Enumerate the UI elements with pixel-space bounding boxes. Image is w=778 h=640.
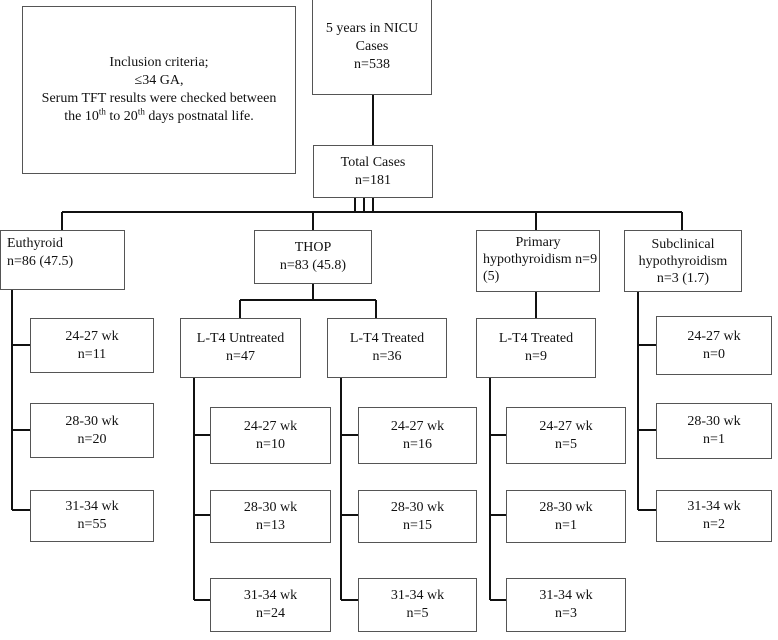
inclusion-title: Inclusion criteria; xyxy=(109,55,209,70)
untreated-ga-24-27-box: 24-27 wk n=10 xyxy=(210,407,331,464)
subclinical-ga-31-34-box: 31-34 wk n=2 xyxy=(656,490,772,542)
ga-count: n=1 xyxy=(703,432,725,447)
primary-label-2: hypothyroidism n=9 xyxy=(483,252,598,267)
ga-count: n=55 xyxy=(77,517,107,532)
ga-label: 28-30 wk xyxy=(243,499,298,515)
euthyroid-box: Euthyroid n=86 (47.5) xyxy=(0,230,125,290)
ga-count: n=20 xyxy=(77,431,107,447)
untreated-label: L-T4 Untreated xyxy=(196,331,285,346)
primary-percent: (5) xyxy=(483,269,500,284)
primary-label: Primary xyxy=(515,235,561,250)
nicu-line1: 5 years in NICU xyxy=(325,21,419,36)
ga-count: n=3 xyxy=(555,606,577,621)
total-label: Total Cases xyxy=(340,154,406,170)
euthyroid-ga-24-27-box: 24-27 wk n=11 xyxy=(30,318,154,373)
primary-ga-28-30-box: 28-30 wk n=1 xyxy=(506,490,626,543)
ga-count: n=5 xyxy=(406,606,429,621)
ga-count: n=1 xyxy=(555,517,577,533)
ga-label: 31-34 wk xyxy=(539,588,593,603)
ga-label: 31-34 wk xyxy=(390,588,445,603)
thop-count: n=83 (45.8) xyxy=(279,258,347,273)
thop-treated-box: L-T4 Treated n=36 xyxy=(327,318,447,378)
subclinical-label: Subclinical xyxy=(651,236,715,252)
ga-label: 24-27 wk xyxy=(65,328,119,344)
euthyroid-label: Euthyroid xyxy=(7,236,63,251)
untreated-ga-28-30-box: 28-30 wk n=13 xyxy=(210,490,331,543)
primary-hypothyroidism-box: Primary hypothyroidism n=9 (5) xyxy=(476,230,600,292)
nicu-cases-box: 5 years in NICU Cases n=538 xyxy=(312,0,432,95)
ga-count: n=2 xyxy=(703,517,725,532)
primary-ga-31-34-box: 31-34 wk n=3 xyxy=(506,578,626,632)
thop-label: THOP xyxy=(294,240,332,255)
ga-count: n=10 xyxy=(256,436,285,452)
untreated-count: n=47 xyxy=(226,349,255,364)
ga-count: n=16 xyxy=(403,436,432,452)
primary-treated-count: n=9 xyxy=(525,349,547,364)
treated-label: L-T4 Treated xyxy=(349,331,425,346)
ga-label: 24-27 wk xyxy=(243,418,298,434)
inclusion-ga: ≤34 GA, xyxy=(134,73,184,88)
euthyroid-count: n=86 (47.5) xyxy=(7,254,74,269)
ga-label: 28-30 wk xyxy=(539,499,593,515)
treated-ga-24-27-box: 24-27 wk n=16 xyxy=(358,407,477,464)
ga-label: 24-27 wk xyxy=(539,418,593,434)
ga-count: n=0 xyxy=(703,346,725,362)
ga-label: 24-27 wk xyxy=(390,418,445,434)
thop-untreated-box: L-T4 Untreated n=47 xyxy=(180,318,301,378)
primary-ga-24-27-box: 24-27 wk n=5 xyxy=(506,407,626,464)
nicu-line2: Cases xyxy=(355,39,389,54)
ga-count: n=11 xyxy=(77,346,107,362)
primary-treated-label: L-T4 Treated xyxy=(498,331,574,346)
ga-count: n=5 xyxy=(555,436,577,452)
subclinical-ga-28-30-box: 28-30 wk n=1 xyxy=(656,403,772,459)
subclinical-hypothyroidism-box: Subclinical hypothyroidism n=3 (1.7) xyxy=(624,230,742,292)
inclusion-criteria-box: Inclusion criteria; ≤34 GA, Serum TFT re… xyxy=(22,6,296,174)
ga-label: 24-27 wk xyxy=(687,328,741,344)
nicu-count: n=538 xyxy=(354,57,390,72)
total-count: n=181 xyxy=(355,172,391,188)
primary-treated-box: L-T4 Treated n=9 xyxy=(476,318,596,378)
ga-label: 28-30 wk xyxy=(65,413,119,429)
untreated-ga-31-34-box: 31-34 wk n=24 xyxy=(210,578,331,632)
inclusion-days: the 10th to 20th days postnatal life. xyxy=(64,106,254,124)
ga-count: n=24 xyxy=(256,606,285,621)
euthyroid-ga-31-34-box: 31-34 wk n=55 xyxy=(30,490,154,542)
total-cases-box: Total Cases n=181 xyxy=(313,145,433,198)
subclinical-count: n=3 (1.7) xyxy=(656,270,710,286)
thop-box: THOP n=83 (45.8) xyxy=(254,230,372,284)
inclusion-tft: Serum TFT results were checked between xyxy=(41,91,277,106)
subclinical-ga-24-27-box: 24-27 wk n=0 xyxy=(656,316,772,375)
ga-label: 28-30 wk xyxy=(390,499,445,515)
treated-count: n=36 xyxy=(372,349,402,364)
ga-label: 31-34 wk xyxy=(65,499,119,514)
subclinical-label-2: hypothyroidism xyxy=(638,253,728,269)
treated-ga-31-34-box: 31-34 wk n=5 xyxy=(358,578,477,632)
ga-label: 31-34 wk xyxy=(243,588,298,603)
ga-count: n=15 xyxy=(403,517,432,533)
ga-label: 28-30 wk xyxy=(687,414,741,429)
ga-count: n=13 xyxy=(256,517,285,533)
euthyroid-ga-28-30-box: 28-30 wk n=20 xyxy=(30,403,154,458)
treated-ga-28-30-box: 28-30 wk n=15 xyxy=(358,490,477,543)
ga-label: 31-34 wk xyxy=(687,499,741,514)
